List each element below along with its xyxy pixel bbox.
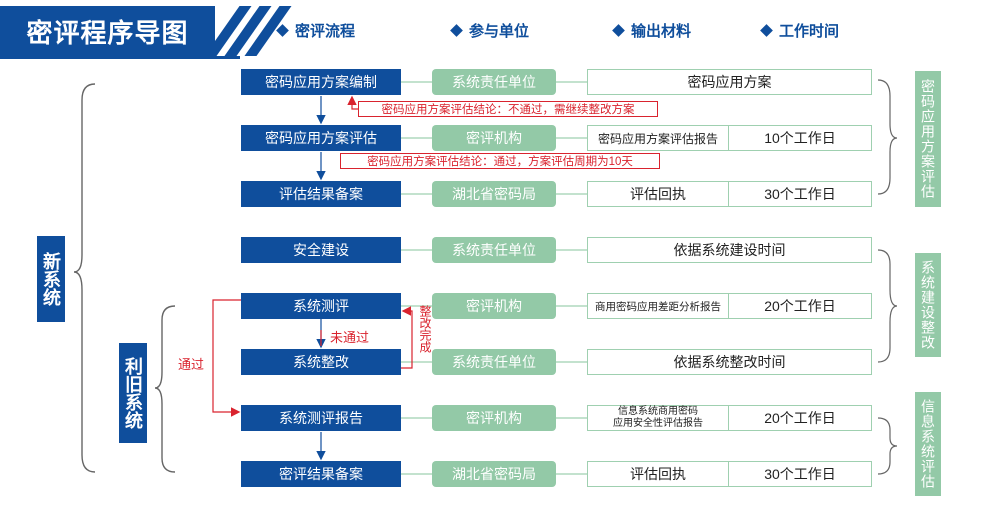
time-box-3: 30个工作日 [729, 181, 872, 207]
flow-step-2: 密码应用方案评估 [241, 125, 401, 151]
column-header-label: 参与单位 [469, 23, 530, 40]
column-header-material: 输出材料 [612, 20, 692, 41]
flow-step-3: 评估结果备案 [241, 181, 401, 207]
page-title: 密评程序导图 [0, 6, 215, 56]
column-header-label: 工作时间 [779, 23, 840, 40]
column-header-flow: 密评流程 [276, 20, 356, 41]
unit-box-6: 系统责任单位 [432, 349, 556, 375]
column-header-label: 密评流程 [295, 23, 356, 40]
material-box-8: 评估回执 [587, 461, 729, 487]
column-header-time: 工作时间 [760, 20, 840, 41]
legacy-system-label: 利旧系统 [119, 343, 147, 443]
time-box-2: 10个工作日 [729, 125, 872, 151]
material-box-3: 评估回执 [587, 181, 729, 207]
time-box-7: 20个工作日 [729, 405, 872, 431]
phase-box-1: 密码应用方案评估 [915, 71, 941, 207]
column-header-label: 输出材料 [631, 23, 692, 40]
unit-box-3: 湖北省密码局 [432, 181, 556, 207]
material-box-5: 商用密码应用差距分析报告 [587, 293, 729, 319]
flow-step-8: 密评结果备案 [241, 461, 401, 487]
time-box-5: 20个工作日 [729, 293, 872, 319]
legacy-system-brace [154, 305, 176, 473]
passed-label: 通过 [178, 357, 205, 372]
unit-box-8: 湖北省密码局 [432, 461, 556, 487]
column-header-unit: 参与单位 [450, 20, 530, 41]
material-box-4: 依据系统建设时间 [587, 237, 872, 263]
unit-box-4: 系统责任单位 [432, 237, 556, 263]
unit-box-5: 密评机构 [432, 293, 556, 319]
unit-box-7: 密评机构 [432, 405, 556, 431]
header-underline [0, 56, 240, 59]
unit-box-1: 系统责任单位 [432, 69, 556, 95]
fail-note: 密码应用方案评估结论：不通过，需继续整改方案 [358, 101, 658, 117]
pass-note: 密码应用方案评估结论：通过，方案评估周期为10天 [340, 153, 660, 169]
unit-box-2: 密评机构 [432, 125, 556, 151]
flow-step-7: 系统测评报告 [241, 405, 401, 431]
material-box-1: 密码应用方案 [587, 69, 872, 95]
flow-step-4: 安全建设 [241, 237, 401, 263]
new-system-label: 新系统 [37, 236, 65, 322]
flow-step-6: 系统整改 [241, 349, 401, 375]
not-passed-label: 未通过 [330, 330, 370, 345]
material-box-7: 信息系统商用密码 应用安全性评估报告 [587, 405, 729, 431]
phase-box-2: 系统建设整改 [915, 253, 941, 357]
time-box-8: 30个工作日 [729, 461, 872, 487]
flow-step-5: 系统测评 [241, 293, 401, 319]
flow-step-1: 密码应用方案编制 [241, 69, 401, 95]
material-box-2: 密码应用方案评估报告 [587, 125, 729, 151]
phase-box-3: 信息系统评估 [915, 392, 941, 496]
rectified-label: 整改完成 [418, 305, 432, 353]
material-box-6: 依据系统整改时间 [587, 349, 872, 375]
new-system-brace [73, 83, 96, 473]
